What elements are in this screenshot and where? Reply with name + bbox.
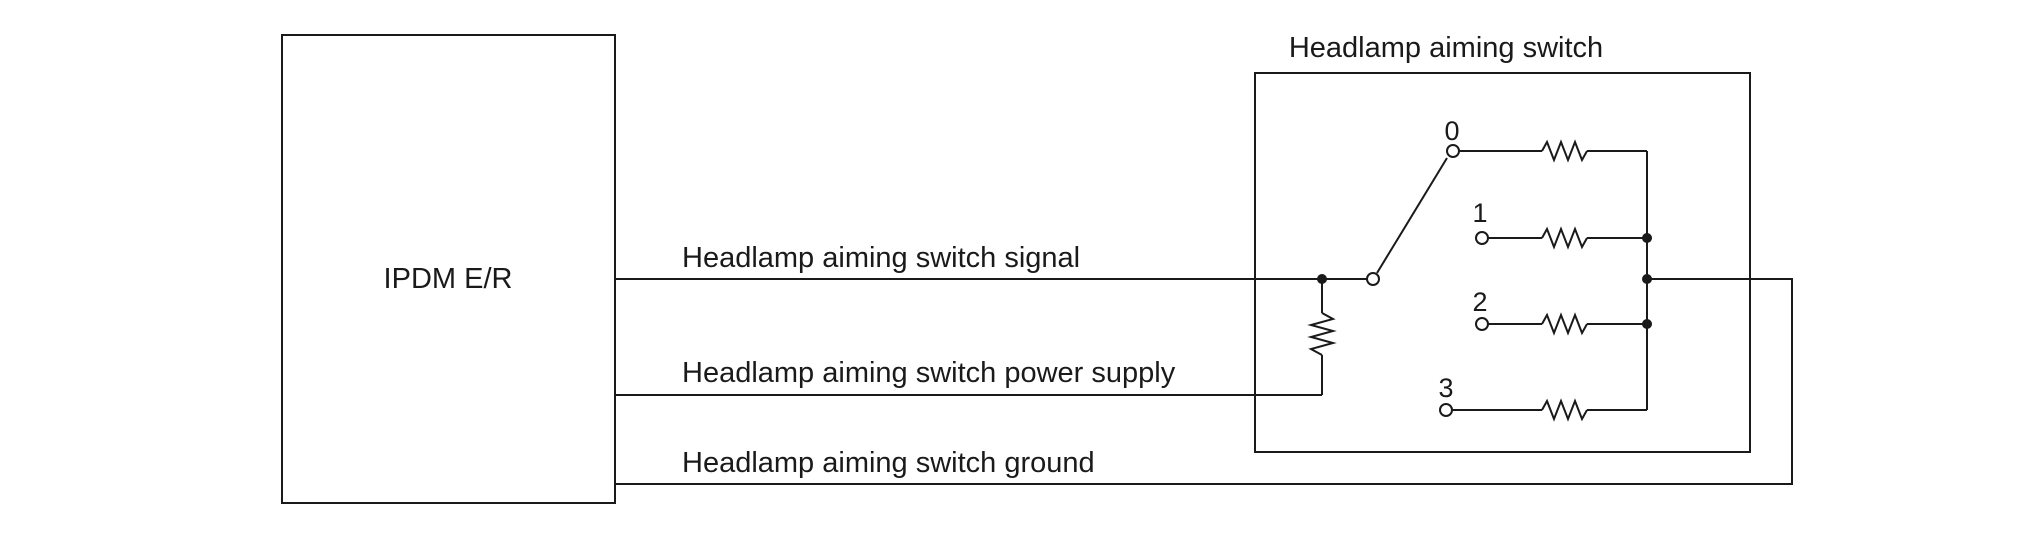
power-wire-label: Headlamp aiming switch power supply: [682, 357, 1176, 389]
position-2-resistor: [1541, 312, 1588, 336]
position-2-terminal: [1475, 317, 1489, 331]
position-3-resistor: [1541, 398, 1588, 422]
position-2-label: 2: [1472, 287, 1487, 317]
wiper-pivot-terminal: [1366, 272, 1380, 286]
position-3-terminal: [1439, 403, 1453, 417]
position-0-terminal: [1446, 144, 1460, 158]
pullup-resistor: [1307, 312, 1337, 356]
signal-wire-label: Headlamp aiming switch signal: [682, 242, 1080, 274]
position-1-resistor: [1541, 226, 1588, 250]
ipdm-box: [281, 34, 616, 504]
ground-wire-label: Headlamp aiming switch ground: [682, 447, 1095, 479]
position-1-label: 1: [1472, 198, 1487, 228]
bus-junction-1: [1642, 233, 1652, 243]
ipdm-module: IPDM E/R: [281, 34, 616, 504]
bus-junction-2: [1642, 319, 1652, 329]
position-0-resistor: [1541, 139, 1588, 163]
headlamp-aiming-switch: Headlamp aiming switch: [1254, 32, 1751, 453]
switch-title: Headlamp aiming switch: [1289, 32, 1603, 64]
switch-wiper: [1376, 157, 1448, 274]
ground-wire: [615, 278, 1793, 485]
switch-box: [1254, 72, 1751, 453]
position-3-label: 3: [1438, 373, 1453, 403]
position-0-label: 0: [1444, 116, 1459, 146]
position-1-terminal: [1475, 231, 1489, 245]
ipdm-label: IPDM E/R: [384, 263, 513, 295]
